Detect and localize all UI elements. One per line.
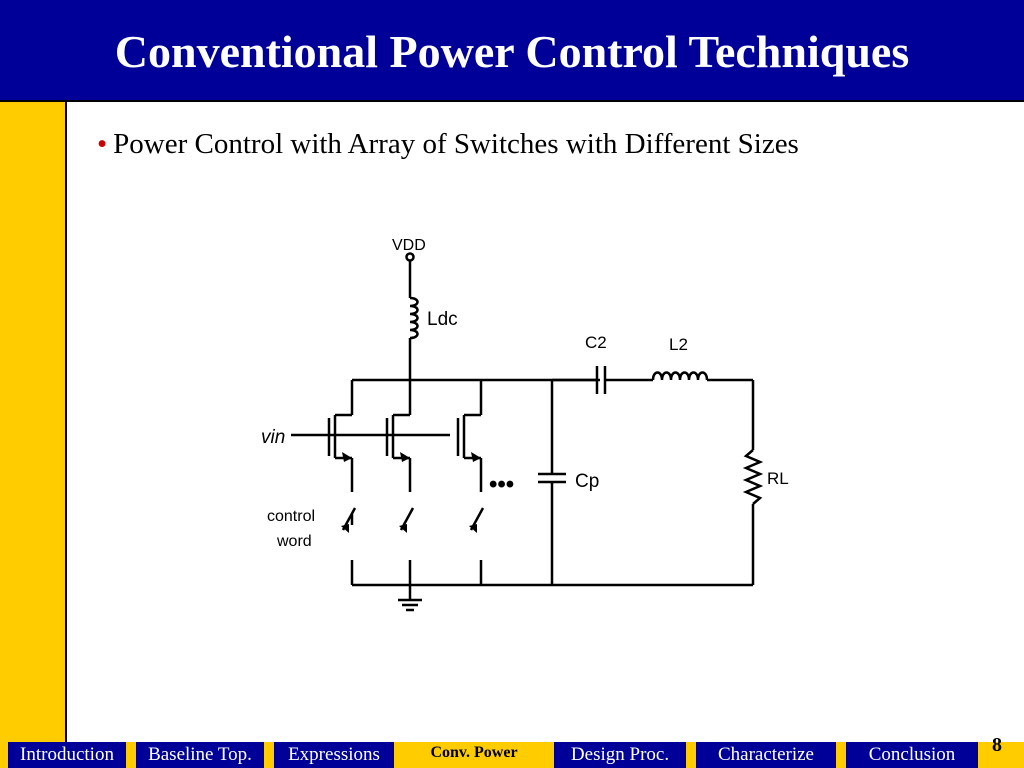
- nav-conclusion[interactable]: Conclusion: [846, 742, 978, 768]
- l2-inductor: [651, 371, 709, 381]
- label-rl: RL: [767, 469, 789, 488]
- nav-conv-power[interactable]: Conv. Power: [404, 742, 544, 768]
- label-word: word: [276, 533, 312, 550]
- label-ldc: Ldc: [427, 309, 458, 330]
- label-l2: L2: [669, 335, 688, 354]
- page-number: 8: [992, 734, 1002, 756]
- bullet-dot-icon: •: [97, 128, 108, 160]
- bullet-text: Power Control with Array of Switches wit…: [113, 128, 799, 160]
- label-vdd: VDD: [392, 237, 426, 254]
- circuit-diagram: VDD Ldc C2 L2 RL Cp vin control word •••: [261, 237, 789, 612]
- nav-expressions[interactable]: Expressions: [274, 742, 394, 768]
- nav-introduction[interactable]: Introduction: [8, 742, 126, 768]
- label-control: control: [267, 508, 315, 525]
- slide-title: Conventional Power Control Techniques: [114, 26, 910, 77]
- bullet-item: •Power Control with Array of Switches wi…: [97, 128, 799, 161]
- vdd-node: [405, 252, 415, 262]
- side-bar: [0, 102, 67, 742]
- rl-resistor: [742, 449, 764, 505]
- ldc-inductor: [409, 296, 419, 340]
- label-cp: Cp: [575, 471, 599, 492]
- bottom-nav: Introduction Baseline Top. Expressions C…: [0, 742, 1024, 768]
- title-bar: Conventional Power Control Techniques: [0, 0, 1024, 102]
- label-vin: vin: [261, 427, 285, 448]
- label-ellipsis: •••: [489, 471, 514, 498]
- nav-characterize[interactable]: Characterize: [696, 742, 836, 768]
- label-c2: C2: [585, 333, 607, 352]
- nav-design-proc[interactable]: Design Proc.: [554, 742, 686, 768]
- nav-baseline-top[interactable]: Baseline Top.: [136, 742, 264, 768]
